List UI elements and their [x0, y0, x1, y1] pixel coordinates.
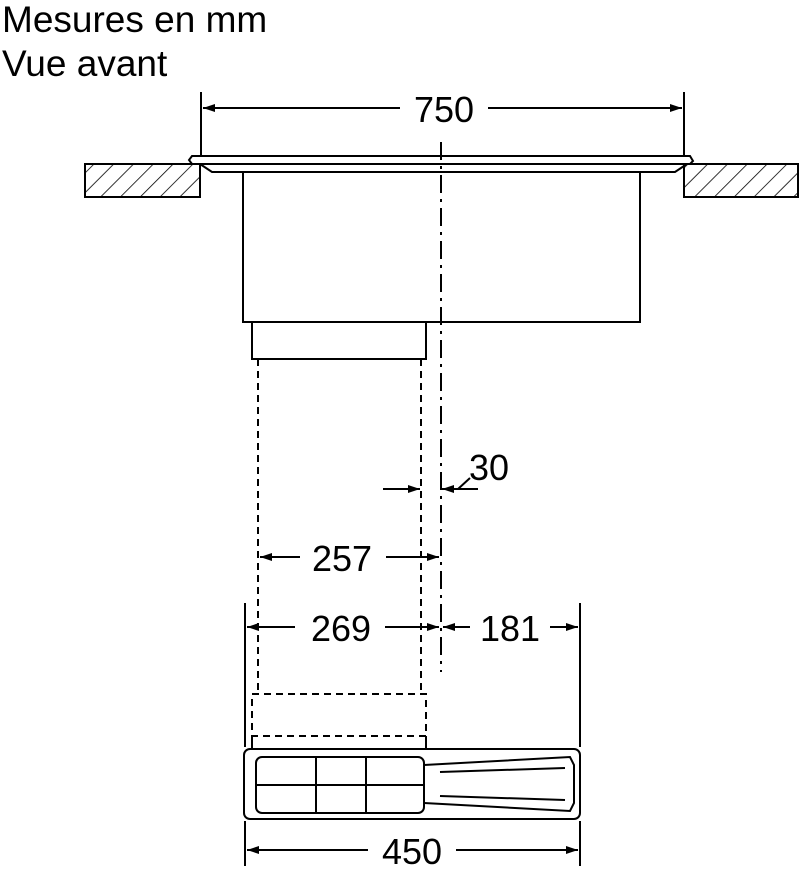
duct-dashed [257, 359, 422, 694]
plinth-vent-unit [243, 736, 581, 820]
dimension-label-30: 30 [469, 447, 509, 488]
countertop-left [84, 163, 201, 198]
dimension-label-257: 257 [312, 538, 372, 579]
duct-connector-dashed [251, 693, 427, 737]
dimension-750: 750 [203, 89, 682, 130]
dimension-label-269: 269 [311, 608, 371, 649]
extension-lines [200, 92, 685, 866]
dimension-257: 257 [260, 538, 439, 579]
dimension-269: 269 [247, 608, 439, 649]
dimension-label-181: 181 [480, 608, 540, 649]
title-front-view: Vue avant [2, 43, 168, 84]
countertop-right [683, 163, 799, 198]
fan-outlet [251, 321, 427, 360]
dimension-label-450: 450 [382, 831, 442, 870]
title-measurements: Mesures en mm [2, 0, 268, 40]
dimension-450: 450 [247, 831, 578, 870]
dimension-30: 30 [383, 447, 509, 493]
dimension-181: 181 [443, 608, 578, 649]
dimension-label-750: 750 [414, 89, 474, 130]
